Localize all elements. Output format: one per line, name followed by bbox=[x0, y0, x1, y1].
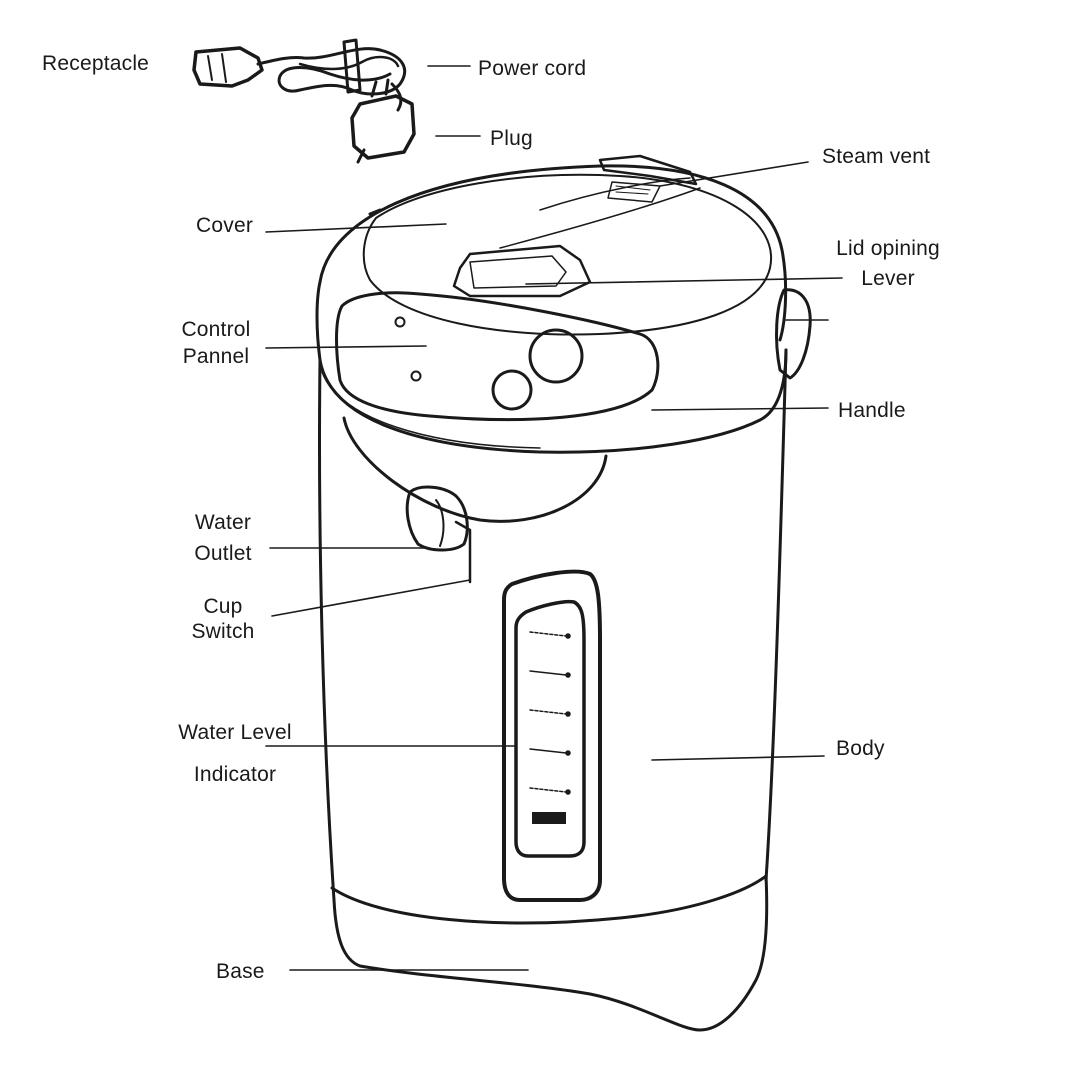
gauge-mark-line bbox=[529, 631, 567, 637]
gauge-mark-dot bbox=[565, 633, 571, 639]
collar-drawing bbox=[315, 280, 788, 523]
label-water-outlet-line1: Water bbox=[194, 511, 252, 534]
outer-top-rim bbox=[318, 164, 788, 342]
label-base: Base bbox=[216, 960, 265, 983]
plug-shape bbox=[350, 94, 416, 160]
minimum-level-marker bbox=[532, 812, 566, 824]
control-panel-drawing bbox=[335, 291, 660, 422]
label-power-cord: Power cord bbox=[478, 57, 587, 80]
receptacle-shape bbox=[192, 46, 264, 88]
label-cover: Cover bbox=[196, 214, 254, 237]
water-outlet-drawing bbox=[405, 485, 472, 584]
leader-cover bbox=[265, 223, 447, 233]
gauge-mark-line bbox=[529, 670, 567, 676]
leader-body bbox=[651, 755, 825, 761]
label-cup-switch-line1: Cup bbox=[203, 595, 243, 618]
gauge-mark-line bbox=[529, 787, 567, 793]
label-steam-vent: Steam vent bbox=[822, 145, 931, 168]
body-drawing bbox=[318, 348, 788, 902]
label-water-level-indicator-line1: Water Level bbox=[178, 721, 292, 744]
label-water-outlet-line2: Outlet bbox=[194, 542, 252, 565]
label-control-panel: Control Pannel bbox=[168, 316, 264, 370]
label-water-outlet: Water Outlet bbox=[182, 507, 264, 569]
label-receptacle: Receptacle bbox=[42, 52, 150, 75]
label-control-panel-line2: Pannel bbox=[182, 345, 250, 368]
label-water-level-indicator: Water Level Indicator bbox=[164, 712, 306, 796]
indicator-light-1 bbox=[394, 316, 406, 328]
lid-drawing bbox=[318, 154, 788, 342]
dispense-button-small bbox=[491, 369, 533, 411]
label-handle: Handle bbox=[838, 399, 906, 422]
label-plug: Plug bbox=[490, 127, 533, 150]
label-lid-opening-lever-line2: Lever bbox=[861, 267, 915, 290]
label-lid-opening-lever: Lid opining Lever bbox=[826, 234, 950, 294]
dispense-button-large bbox=[528, 328, 584, 384]
leader-steam-vent bbox=[659, 161, 809, 187]
gauge-mark-dot bbox=[565, 789, 571, 795]
body-right-edge bbox=[764, 348, 788, 882]
label-body: Body bbox=[836, 737, 885, 760]
base-drawing bbox=[330, 874, 769, 1032]
gauge-mark-dot bbox=[565, 672, 571, 678]
gauge-marks bbox=[529, 631, 571, 795]
cover-surface bbox=[362, 173, 773, 336]
gauge-mark-line bbox=[529, 748, 567, 754]
label-cup-switch-line2: Switch bbox=[191, 620, 255, 643]
gauge-mark-dot bbox=[565, 711, 571, 717]
leader-handle bbox=[651, 407, 829, 411]
body-left-edge bbox=[318, 358, 336, 902]
indicator-light-2 bbox=[410, 370, 422, 382]
label-lid-opening-lever-line1: Lid opining bbox=[836, 237, 940, 260]
leader-lines bbox=[265, 65, 843, 971]
label-water-level-indicator-line2: Indicator bbox=[193, 763, 277, 786]
label-cup-switch: Cup Switch bbox=[182, 594, 264, 644]
label-control-panel-line1: Control bbox=[181, 318, 251, 341]
handle-shape bbox=[775, 288, 812, 380]
leader-cup-switch bbox=[271, 579, 471, 617]
gauge-mark-dot bbox=[565, 750, 571, 756]
leader-control-panel bbox=[265, 345, 427, 349]
gauge-mark-line bbox=[529, 709, 567, 715]
water-level-window bbox=[502, 569, 602, 902]
steam-vent-top bbox=[598, 154, 698, 186]
power-cord-drawing bbox=[192, 38, 416, 164]
leader-lid-lever bbox=[525, 277, 843, 285]
